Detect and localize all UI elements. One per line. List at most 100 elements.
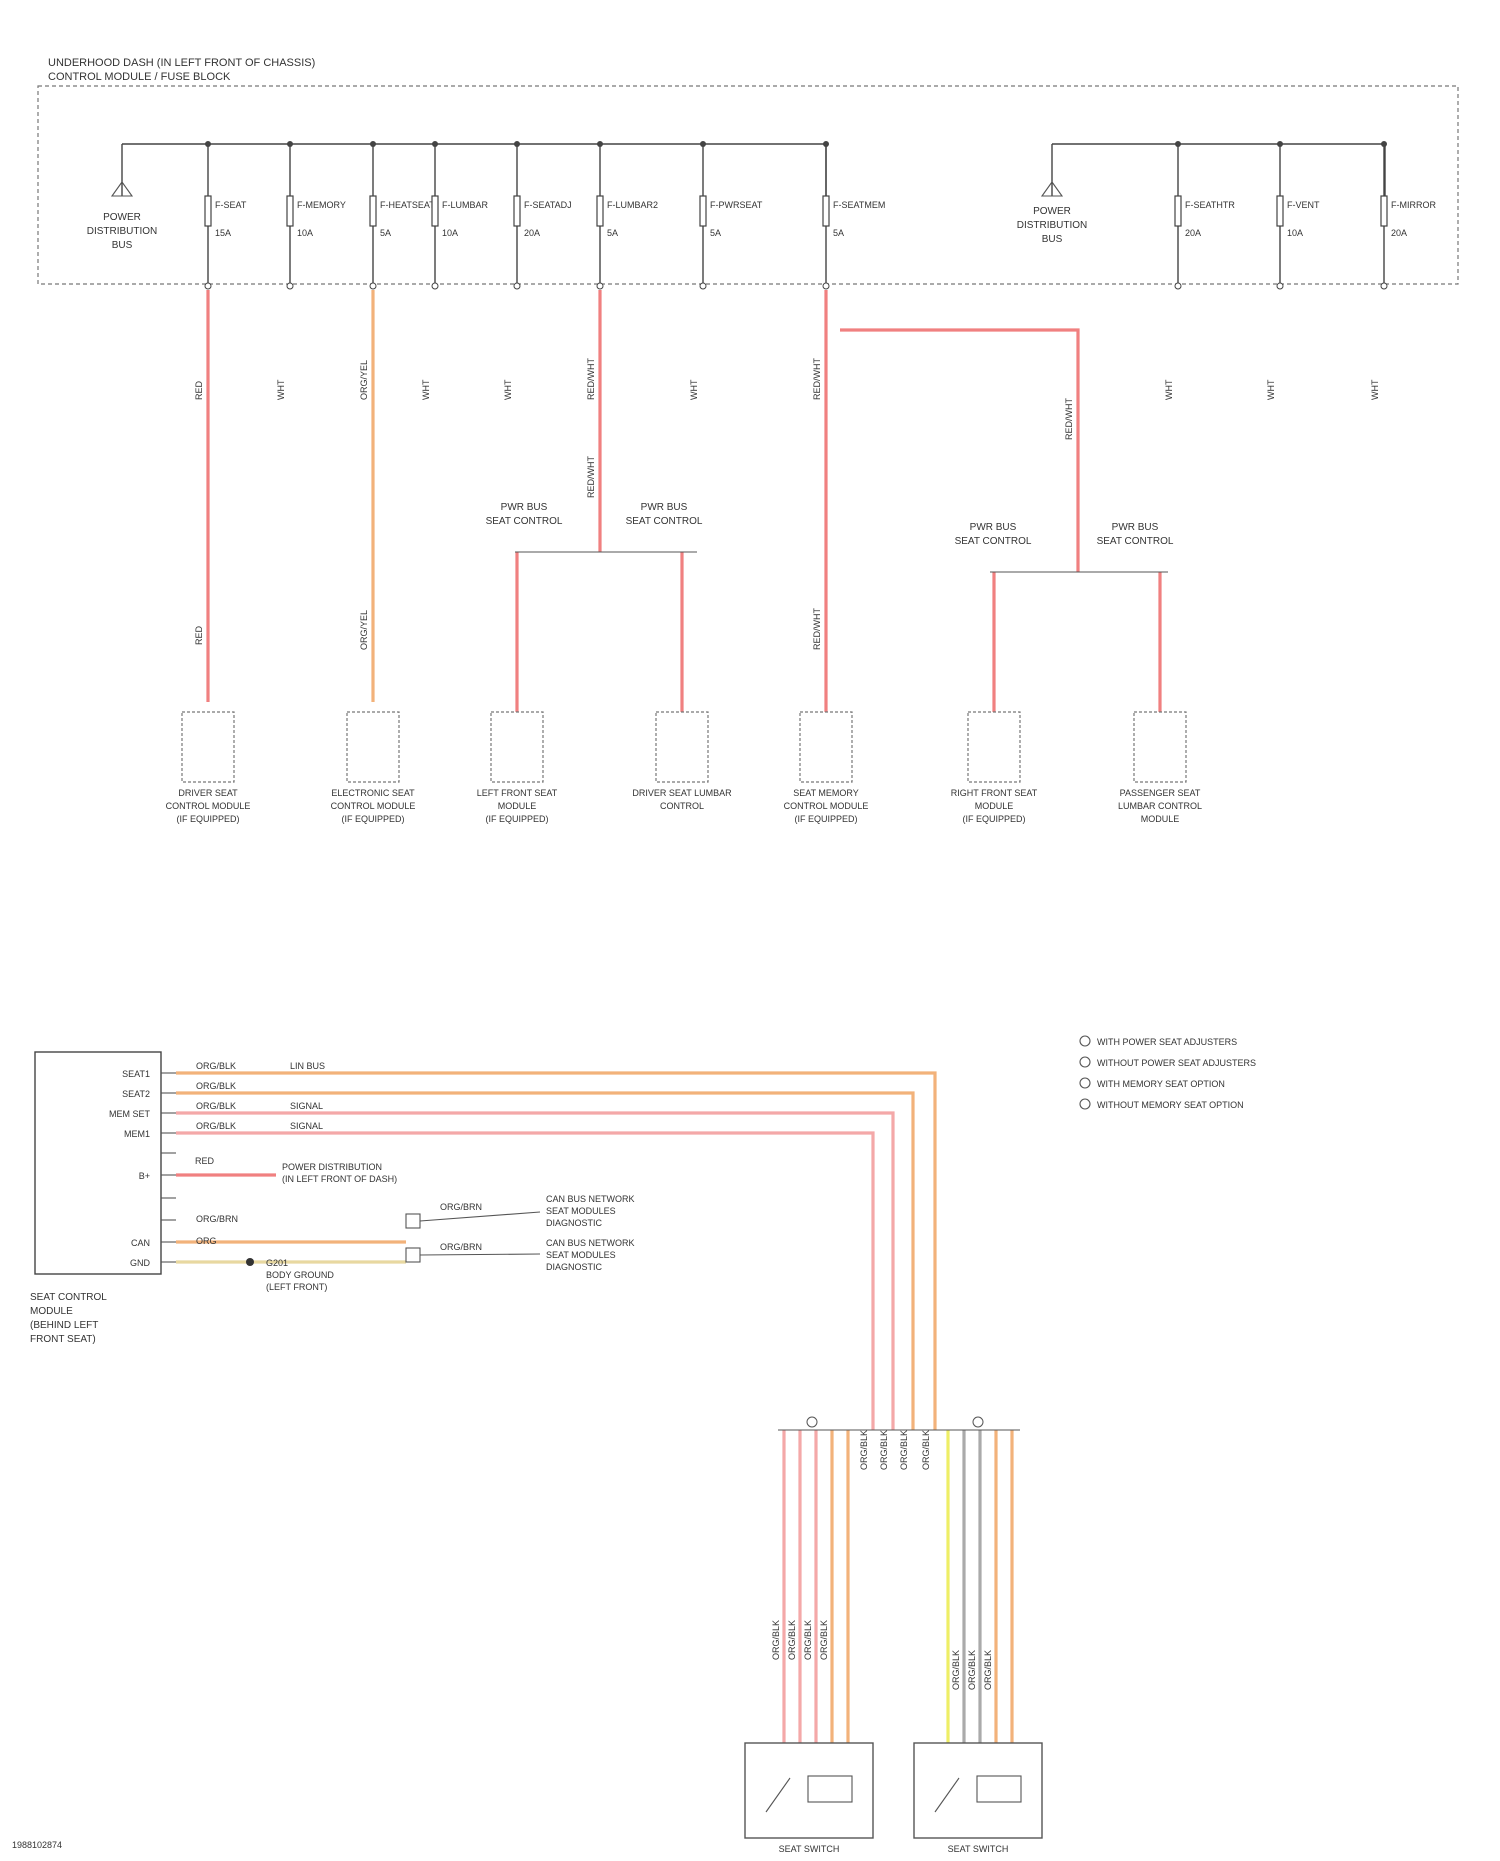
fuse-1-wire-label: WHT: [276, 379, 286, 400]
note-2: WITHOUT POWER SEAT ADJUSTERS: [1097, 1058, 1256, 1068]
component-4-label-0: SEAT MEMORY: [793, 788, 859, 798]
module-pin-3-label: MEM1: [124, 1129, 150, 1139]
fuse-3-rating: 10A: [442, 228, 458, 238]
component-1-label-1: CONTROL MODULE: [331, 801, 416, 811]
harness-wire-3-label: ORG/BLK: [859, 1430, 869, 1470]
module-pin-2-label: MEM SET: [109, 1109, 151, 1119]
can-target-2c: DIAGNOSTIC: [546, 1262, 603, 1272]
fuse-block-outline: [38, 86, 1458, 284]
fuse-7-rating: 5A: [833, 228, 844, 238]
fuse-9-bus-node: [1277, 141, 1283, 147]
harness-note-marker-2: [973, 1417, 983, 1427]
left-switch-wire-3-label: ORG/BLK: [819, 1620, 829, 1660]
fuse-3-name: F-LUMBAR: [442, 200, 489, 210]
fuse-0-name: F-SEAT: [215, 200, 247, 210]
can-branch-1: [420, 1212, 540, 1221]
fuse-8-terminal: [1175, 283, 1181, 289]
fuse-5-body: [597, 196, 603, 226]
component-1-label-0: ELECTRONIC SEAT: [331, 788, 415, 798]
right-splice-label-a: PWR BUS: [970, 522, 1017, 533]
wire-label-fuse-5-low: RED/WHT: [586, 456, 596, 498]
component-3-label-1: CONTROL: [660, 801, 704, 811]
fuse-7-wire-label: RED/WHT: [812, 358, 822, 400]
component-3-label-0: DRIVER SEAT LUMBAR: [632, 788, 732, 798]
fuse-2-body: [370, 196, 376, 226]
can-target-2a: CAN BUS NETWORK: [546, 1238, 635, 1248]
harness-wire-0-label: ORG/BLK: [921, 1430, 931, 1470]
component-0-label-1: CONTROL MODULE: [166, 801, 251, 811]
component-3-box: [656, 712, 708, 782]
fuse-1-name: F-MEMORY: [297, 200, 346, 210]
module-pin-9-label: GND: [130, 1258, 151, 1268]
can-target-1b: SEAT MODULES: [546, 1206, 616, 1216]
ground-label-3: (LEFT FRONT): [266, 1282, 327, 1292]
fuse-10-name: F-MIRROR: [1391, 200, 1436, 210]
fuse-4-bus-node: [514, 141, 520, 147]
fuse-9-name: F-VENT: [1287, 200, 1320, 210]
component-0-label-2: (IF EQUIPPED): [176, 814, 239, 824]
component-5-label-1: MODULE: [975, 801, 1014, 811]
note-1: WITH POWER SEAT ADJUSTERS: [1097, 1037, 1237, 1047]
can-wire-label-1: ORG/BRN: [196, 1214, 238, 1224]
left-bus-label-1: POWER: [103, 212, 141, 223]
harness-wire-1-label: ORG/BLK: [899, 1430, 909, 1470]
diagram-id: 1988102874: [12, 1840, 62, 1850]
component-2-box: [491, 712, 543, 782]
left-switch-wire-0-label: ORG/BLK: [771, 1620, 781, 1660]
fuse-1-body: [287, 196, 293, 226]
fuse-7-name: F-SEATMEM: [833, 200, 885, 210]
fuse-6-name: F-PWRSEAT: [710, 200, 763, 210]
fuse-4-name: F-SEATADJ: [524, 200, 572, 210]
left-splice-label-a: PWR BUS: [501, 502, 548, 513]
fuse-1-bus-node: [287, 141, 293, 147]
wire-label-branch: RED/WHT: [1064, 398, 1074, 440]
module-wire-3-label: ORG/BLK: [196, 1121, 236, 1131]
right-switch-name: SEAT SWITCH: [948, 1844, 1009, 1854]
fuse-8-name: F-SEATHTR: [1185, 200, 1235, 210]
right-bus-label-2: DISTRIBUTION: [1017, 220, 1088, 231]
harness-wire-2-label: ORG/BLK: [879, 1430, 889, 1470]
fuse-block-title-line1: UNDERHOOD DASH (IN LEFT FRONT OF CHASSIS…: [48, 57, 315, 69]
component-1-label-2: (IF EQUIPPED): [341, 814, 404, 824]
module-wire-2-signal: SIGNAL: [290, 1101, 323, 1111]
module-name-3: (BEHIND LEFT: [30, 1320, 98, 1331]
left-splice-label-c: PWR BUS: [641, 502, 688, 513]
wire-label-fuse-0-low: RED: [194, 625, 204, 645]
module-name-4: FRONT SEAT): [30, 1334, 96, 1345]
right-splice-label-c: PWR BUS: [1112, 522, 1159, 533]
can-target-1a: CAN BUS NETWORK: [546, 1194, 635, 1204]
module-wire-group: ORG/BLKLIN BUSORG/BLKORG/BLKSIGNALORG/BL…: [196, 1061, 540, 1255]
module-wire-3-signal: SIGNAL: [290, 1121, 323, 1131]
notes-legend: WITH POWER SEAT ADJUSTERS WITHOUT POWER …: [1080, 1036, 1256, 1110]
module-name-2: MODULE: [30, 1306, 73, 1317]
fuse-5-wire-label: RED/WHT: [586, 358, 596, 400]
module-wire-0-label: ORG/BLK: [196, 1061, 236, 1071]
component-2-label-2: (IF EQUIPPED): [485, 814, 548, 824]
component-6-label-1: LUMBAR CONTROL: [1118, 801, 1202, 811]
fuse-5-terminal: [597, 283, 603, 289]
switch-harness-group: ORG/BLK ORG/BLK ORG/BLK ORG/BLK ORG/BLK ORG/B…: [771, 1417, 1020, 1690]
fuse-7-body: [823, 196, 829, 226]
component-4-box: [800, 712, 852, 782]
component-0-box: [182, 712, 234, 782]
fuse-8-wire-label: WHT: [1164, 379, 1174, 400]
right-switch-wire-0-label: ORG/BLK: [951, 1650, 961, 1690]
fuse-0-wire-label: RED: [194, 380, 204, 400]
can-connector-1: [406, 1214, 420, 1228]
module-pin-0-label: SEAT1: [122, 1069, 150, 1079]
fuse-group: F-SEAT15AF-MEMORY10AF-HEATSEAT5AF-LUMBAR…: [205, 141, 1436, 289]
can-wire-label-2: ORG: [196, 1236, 217, 1246]
fuse-9-terminal: [1277, 283, 1283, 289]
fuse-5-name: F-LUMBAR2: [607, 200, 658, 210]
fuse-6-rating: 5A: [710, 228, 721, 238]
fuse-7-bus-node: [823, 141, 829, 147]
fuse-4-rating: 20A: [524, 228, 540, 238]
fuse-6-bus-node: [700, 141, 706, 147]
ground-label-1: G201: [266, 1258, 288, 1268]
module-pin-1-label: SEAT2: [122, 1089, 150, 1099]
component-4-label-1: CONTROL MODULE: [784, 801, 869, 811]
right-splice-label-b: SEAT CONTROL: [955, 536, 1032, 547]
fuse-10-wire-label: WHT: [1370, 379, 1380, 400]
